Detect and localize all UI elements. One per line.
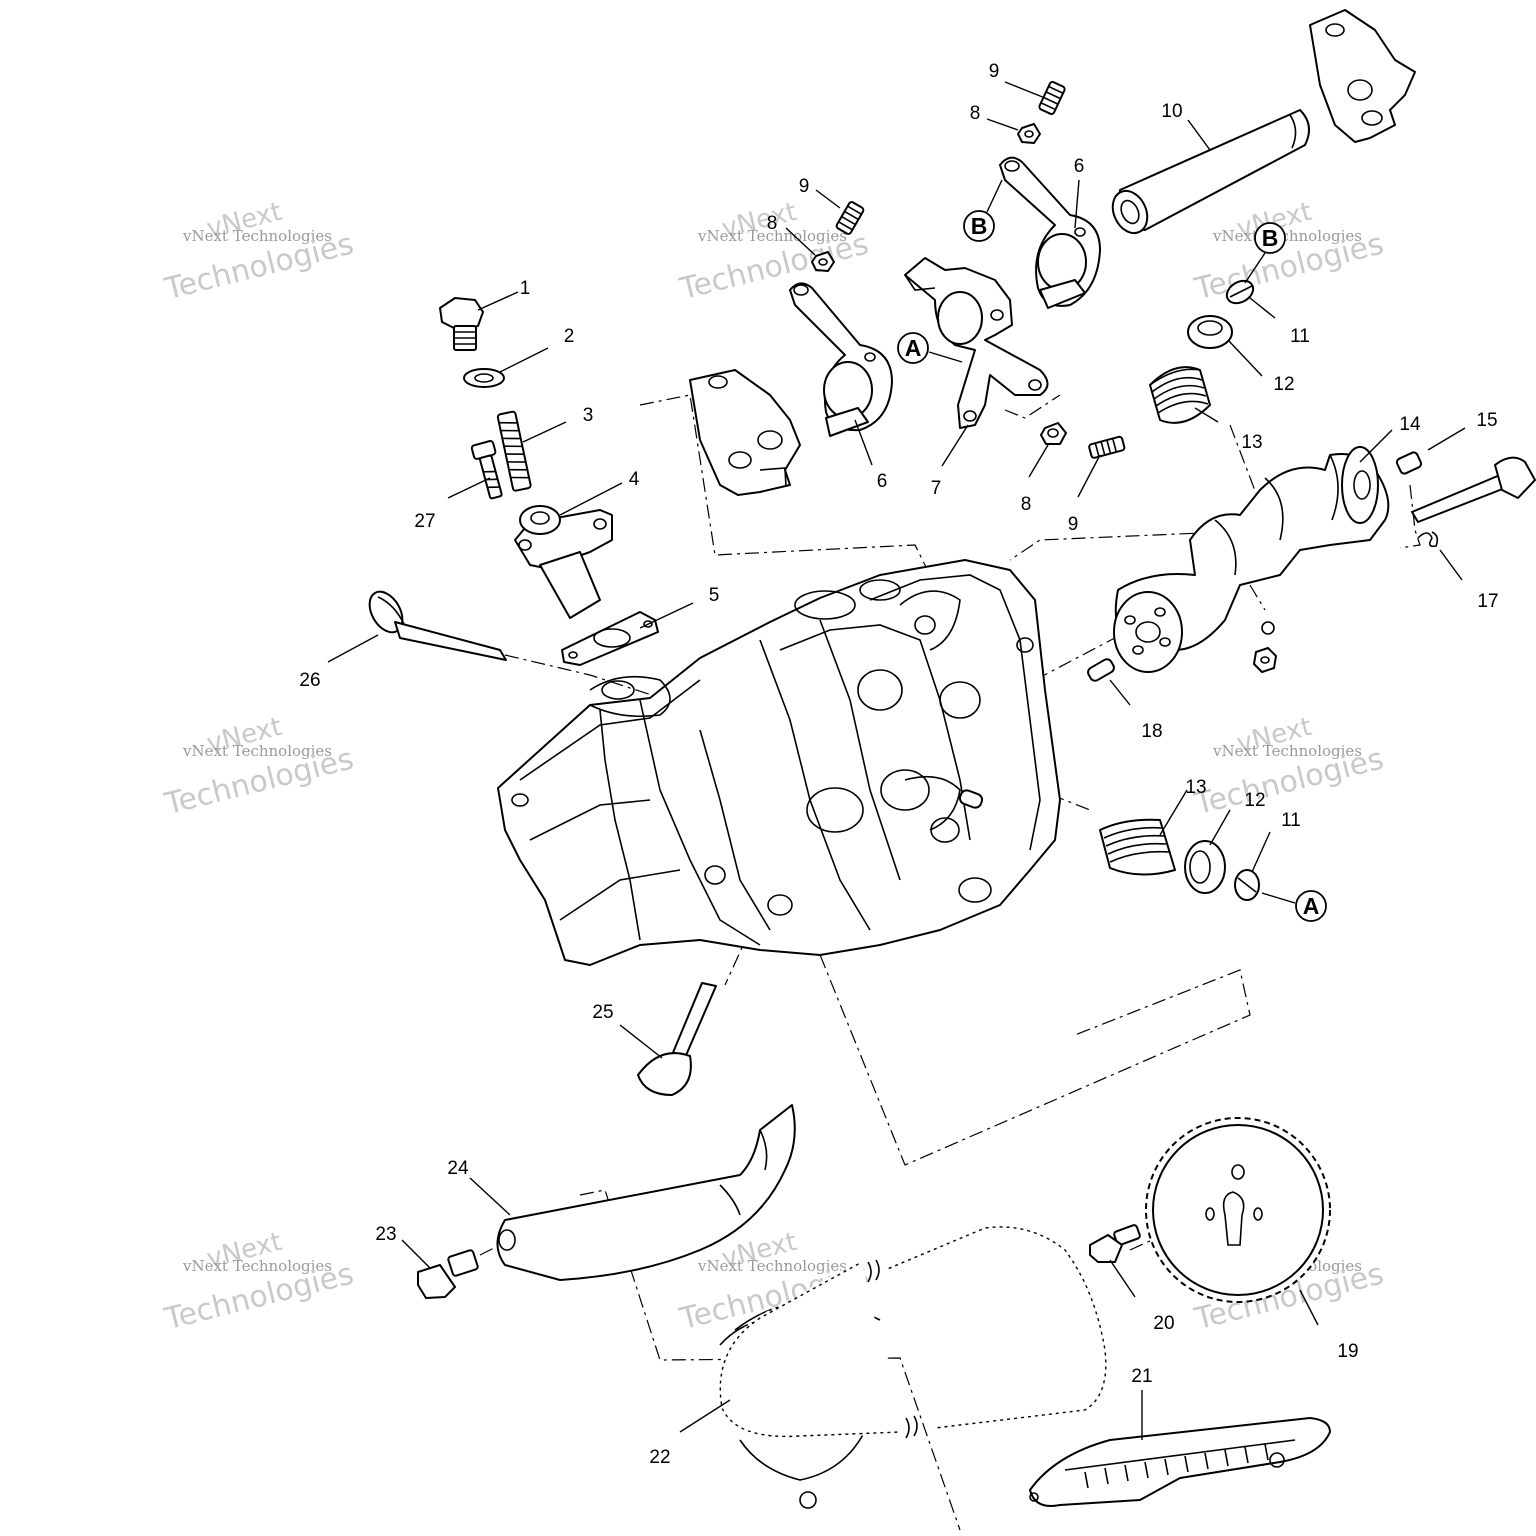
svg-text:B: B (1262, 225, 1279, 251)
svg-text:vNext Technologies: vNext Technologies (1212, 227, 1362, 245)
watermark-top-center: vNext vNext Technologies Technologies (676, 197, 872, 308)
callout-15: 15 (1476, 410, 1497, 431)
cam-sprocket (1145, 1117, 1331, 1303)
decompressor-shaft (1411, 456, 1536, 523)
cam-chain-tensioner (514, 505, 613, 619)
lock-nut-lower (1040, 422, 1067, 445)
decompressor-spring (1417, 531, 1439, 548)
callout-25: 25 (592, 1002, 613, 1023)
svg-text:vNext Technologies: vNext Technologies (697, 227, 847, 245)
adjust-screw-lower (1088, 435, 1126, 459)
callout-22: 22 (649, 1447, 670, 1468)
watermark-bottom-left: vNext vNext Technologies Technologies (161, 1227, 357, 1338)
svg-text:A: A (905, 335, 922, 361)
callout-13-lower: 13 (1185, 777, 1206, 798)
tensioner-bolt (470, 440, 503, 500)
reference-mark-b-left: B (963, 179, 1003, 242)
callout-9-lower: 9 (1068, 514, 1079, 535)
callout-6-lower: 6 (877, 471, 888, 492)
svg-text:vNext Technologies: vNext Technologies (182, 742, 332, 760)
reference-mark-b-right: B (1244, 222, 1286, 284)
callout-10: 10 (1161, 101, 1182, 122)
guide-pivot-bolt (417, 1249, 479, 1299)
svg-text:B: B (971, 213, 988, 239)
callout-6-upper: 6 (1074, 156, 1085, 177)
valve-spring-top (1149, 366, 1211, 424)
cam-pin (1395, 451, 1423, 475)
callout-8-top: 8 (970, 103, 981, 124)
plug-bolt (439, 297, 484, 351)
callout-1: 1 (520, 278, 531, 299)
callout-27: 27 (414, 511, 435, 532)
rocker-bracket-left (689, 369, 801, 496)
adjust-screw-mid (835, 201, 865, 235)
callout-leaders (327, 81, 1466, 1440)
svg-text:vNext Technologies: vNext Technologies (182, 1257, 332, 1275)
valve-spring-lower (1099, 818, 1176, 876)
rocker-shaft (1111, 109, 1310, 235)
watermark-mid-left: vNext vNext Technologies Technologies (161, 712, 357, 823)
svg-text:A: A (1303, 893, 1320, 919)
watermark-mid-right: vNext vNext Technologies Technologies (1191, 712, 1387, 823)
callout-9-mid: 9 (799, 176, 810, 197)
spring-retainer-lower (1184, 840, 1226, 894)
callout-13-top: 13 (1241, 432, 1262, 453)
svg-text:vNext Technologies: vNext Technologies (182, 227, 332, 245)
dowel-pin (1087, 658, 1115, 682)
callout-26: 26 (299, 670, 320, 691)
callout-23: 23 (375, 1224, 396, 1245)
lock-nut-mid (811, 251, 835, 272)
callout-8-lower: 8 (1021, 494, 1032, 515)
callout-12-lower: 12 (1244, 790, 1265, 811)
valve-keeper-top (1225, 279, 1255, 305)
camshaft (1113, 446, 1390, 673)
adjust-screw-top (1038, 81, 1066, 115)
callout-18: 18 (1141, 721, 1162, 742)
callout-19: 19 (1337, 1341, 1358, 1362)
chain-guide-rear (496, 1104, 796, 1281)
callout-24: 24 (447, 1158, 469, 1179)
callout-11-lower: 11 (1281, 810, 1301, 831)
callout-5: 5 (709, 585, 720, 606)
sprocket-bolt (1089, 1224, 1141, 1263)
callout-11-top: 11 (1290, 326, 1310, 347)
watermark-top-left: vNext vNext Technologies Technologies (161, 197, 357, 308)
callout-9-top: 9 (989, 61, 1000, 82)
lock-nut-top (1017, 123, 1041, 144)
callout-8-mid: 8 (767, 213, 778, 234)
callout-7: 7 (931, 478, 942, 499)
svg-text:vNext Technologies: vNext Technologies (697, 1257, 847, 1275)
callout-14: 14 (1399, 414, 1421, 435)
callout-12-top: 12 (1273, 374, 1294, 395)
rocker-arm-lower (789, 282, 893, 437)
callout-4: 4 (629, 469, 640, 490)
valve-intake (637, 982, 717, 1096)
rocker-arm-center (904, 257, 1049, 429)
rocker-arm-upper (999, 156, 1101, 309)
chain-guide-front (1029, 1417, 1331, 1507)
callout-2: 2 (564, 326, 575, 347)
rocker-bracket-right (1309, 9, 1416, 143)
callout-20: 20 (1153, 1313, 1174, 1334)
callout-17: 17 (1477, 591, 1498, 612)
cam-small-parts (1253, 621, 1277, 673)
reference-mark-a-lower: A (1261, 890, 1327, 922)
tensioner-gasket (561, 611, 659, 666)
cylinder-head (497, 559, 1061, 966)
callout-21: 21 (1131, 1366, 1152, 1387)
reference-mark-a-upper: A (897, 332, 963, 364)
spring-retainer-top (1187, 315, 1233, 349)
watermark-top-right: vNext vNext Technologies Technologies (1191, 197, 1387, 308)
sealing-washer (463, 368, 505, 388)
tensioner-spring (496, 410, 532, 492)
callout-labels: 1 2 3 4 5 6 6 7 8 8 8 9 9 9 10 11 11 12 … (299, 61, 1498, 1468)
cam-chain (717, 1224, 1109, 1439)
svg-text:vNext Technologies: vNext Technologies (1212, 742, 1362, 760)
valve-exhaust (368, 590, 507, 661)
callout-3: 3 (583, 405, 594, 426)
valve-keeper-lower (1234, 869, 1260, 901)
